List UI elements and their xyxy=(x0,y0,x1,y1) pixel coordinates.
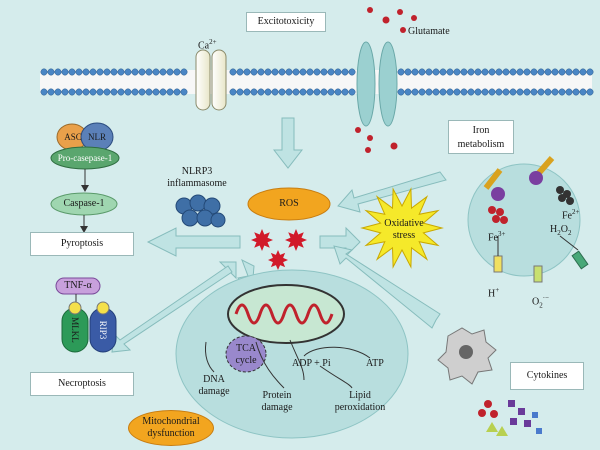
cell-membrane xyxy=(40,68,594,96)
tnf-label: TNF-α xyxy=(64,280,92,291)
inflammasome-pathway xyxy=(50,122,120,233)
nlr-label: NLR xyxy=(88,132,106,142)
tca-line2: cycle xyxy=(235,355,257,366)
fe2-label: Fe2+ xyxy=(562,206,579,222)
tca-line1: TCA xyxy=(236,343,256,354)
glutamate-particles xyxy=(355,7,417,153)
h-plus-charge: + xyxy=(495,286,500,294)
pro-caspase-label: Pro-casepase-1 xyxy=(57,153,113,163)
mito-line1: Mitochondrial xyxy=(142,416,200,427)
iron-cell xyxy=(467,156,589,283)
nlrp3-cluster xyxy=(175,194,226,228)
h2o2-h: H xyxy=(550,224,558,235)
calcium-charge: 2+ xyxy=(209,38,217,46)
calcium-symbol: Ca xyxy=(198,40,210,52)
nlrp3-line2: inflammasome xyxy=(167,178,227,189)
fe3-symbol: Fe xyxy=(488,232,498,244)
oxidative-line1: Oxidative xyxy=(384,218,424,229)
o2-sub: 2 xyxy=(539,301,543,310)
protein-damage-label: Protein damage xyxy=(252,390,302,414)
calcium-label: Ca2+ xyxy=(198,36,217,52)
necroptosis-label: Necroptosis xyxy=(58,378,106,389)
cytokine-cell xyxy=(437,327,497,385)
mito-line2: dysfunction xyxy=(147,428,195,439)
h-plus-label: H+ xyxy=(488,284,499,300)
pyroptosis-box: Pyroptosis xyxy=(30,232,134,256)
lipid-line1: Lipid xyxy=(349,390,371,401)
h2o2-sub1: 2 xyxy=(557,229,561,237)
necroptosis-box: Necroptosis xyxy=(30,372,134,396)
iron-line1: Iron xyxy=(472,125,490,136)
necroptosis-pathway xyxy=(55,277,117,353)
adp-label: ADP + Pi xyxy=(292,358,331,369)
mito-label: Mitochondrial dysfunction xyxy=(129,411,213,440)
fe3-label: Fe3+ xyxy=(488,228,505,244)
cytokine-particles xyxy=(478,400,542,436)
excitotoxicity-box: Excitotoxicity xyxy=(246,12,326,32)
o2-charge: ·− xyxy=(542,294,550,302)
lipid-peroxidation-label: Lipid peroxidation xyxy=(328,390,392,414)
protein-line2: damage xyxy=(261,402,293,413)
nlrp3-label: NLRP3 inflammasome xyxy=(156,166,238,190)
asc-label: ASC xyxy=(64,132,82,142)
lipid-line2: peroxidation xyxy=(334,402,386,413)
oxidative-stress-burst xyxy=(360,187,444,269)
dna-line2: damage xyxy=(198,386,230,397)
ros-node xyxy=(247,187,331,221)
caspase-label: Caspase-1 xyxy=(63,198,105,209)
ros-label: ROS xyxy=(279,198,299,209)
fe2-charge: 2+ xyxy=(572,208,580,216)
atp-label: ATP xyxy=(366,358,384,369)
glutamate-receptor xyxy=(356,41,398,127)
ros-stars xyxy=(251,229,307,270)
arrows xyxy=(111,117,447,353)
cytokines-label: Cytokines xyxy=(526,370,568,381)
glutamate-label: Glutamate xyxy=(408,26,450,37)
pyroptosis-label: Pyroptosis xyxy=(60,238,104,249)
dna-damage-label: DNA damage xyxy=(192,374,236,398)
calcium-channel xyxy=(195,49,227,111)
h-plus-symbol: H xyxy=(488,288,496,300)
cytokines-box: Cytokines xyxy=(510,362,584,390)
mlkl-label: MLKL xyxy=(70,317,80,343)
h2o2-o: O xyxy=(560,224,568,235)
o2-label: O2·− xyxy=(532,292,549,311)
mitochondrion-cell xyxy=(175,269,409,439)
rip3-label: RIP3 xyxy=(98,320,108,340)
tca-label: TCA cycle xyxy=(228,343,264,367)
excitotoxicity-label: Excitotoxicity xyxy=(257,16,315,27)
oxidative-line2: stress xyxy=(392,230,416,241)
protein-line1: Protein xyxy=(262,390,292,401)
oxidative-label: Oxidative stress xyxy=(376,218,432,242)
o2-symbol: O xyxy=(532,296,540,308)
iron-line2: metabolism xyxy=(457,139,505,150)
h2o2-sub2: 2 xyxy=(567,229,572,237)
fe3-charge: 3+ xyxy=(498,230,506,238)
mitochondrial-dysfunction-node: Mitochondrial dysfunction xyxy=(128,410,214,446)
iron-metabolism-box: Iron metabolism xyxy=(448,120,514,154)
fe2-symbol: Fe xyxy=(562,210,572,222)
nlrp3-line1: NLRP3 xyxy=(181,166,213,177)
h2o2-label: H2O2 xyxy=(550,224,571,239)
dna-line1: DNA xyxy=(203,374,225,385)
